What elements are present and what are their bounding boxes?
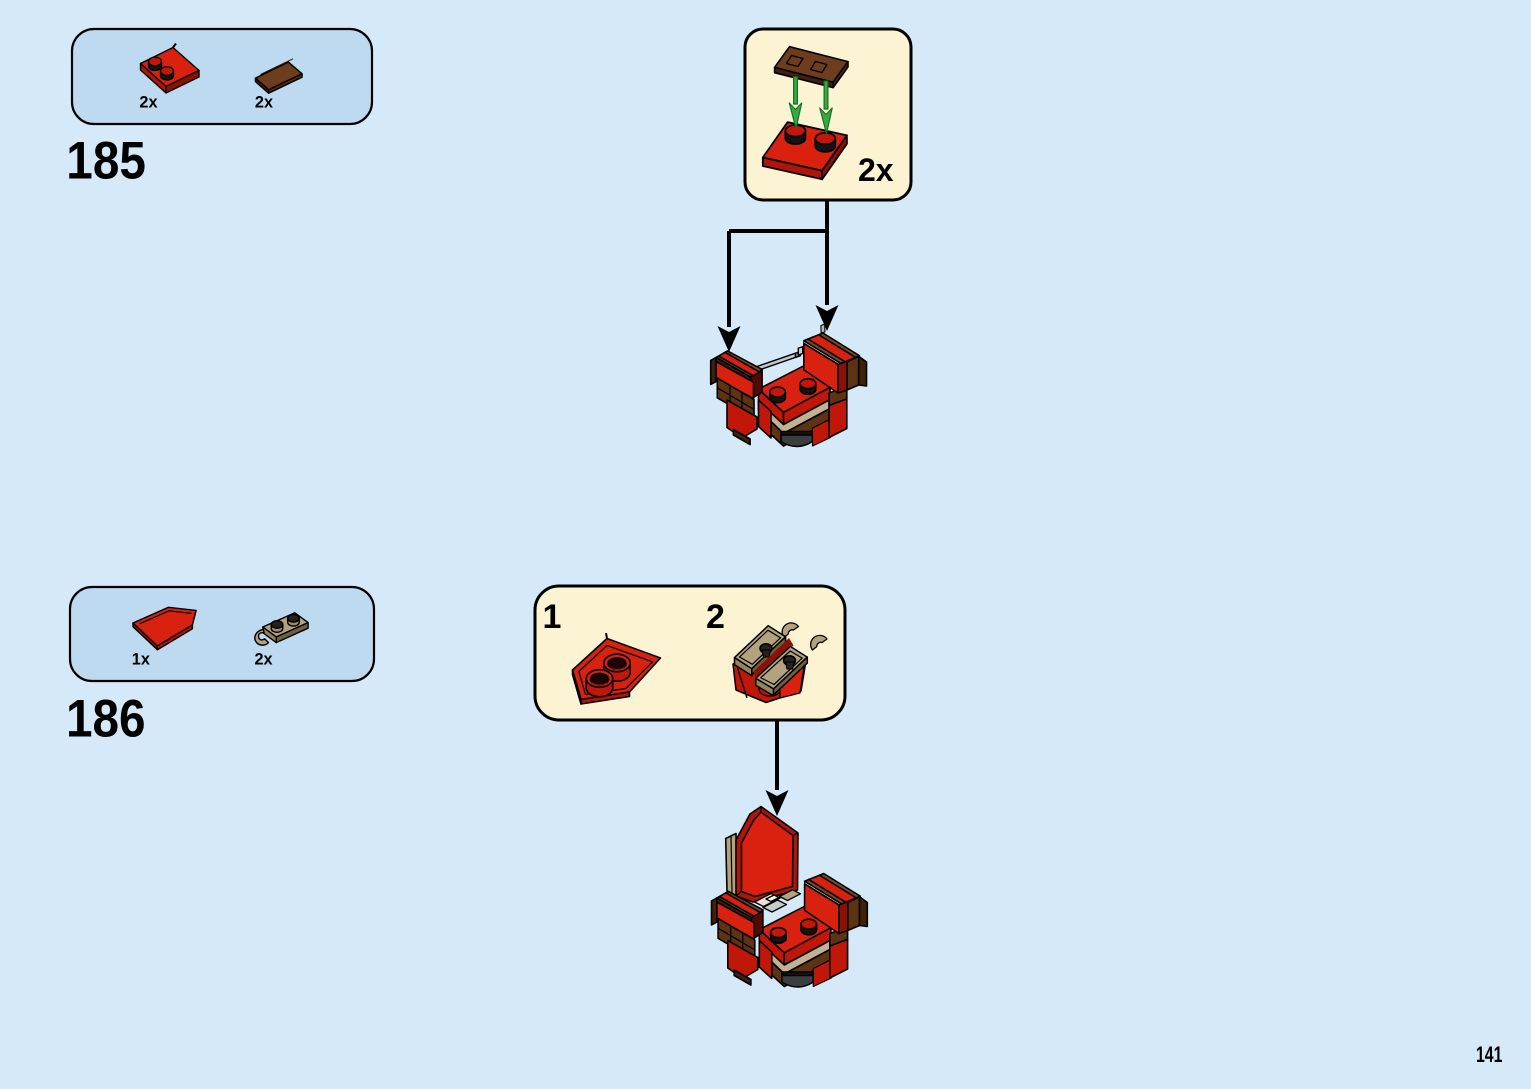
- svg-text:185: 185: [66, 130, 146, 190]
- svg-text:1x: 1x: [132, 651, 150, 669]
- svg-text:2x: 2x: [858, 152, 894, 188]
- svg-text:2x: 2x: [255, 94, 273, 112]
- svg-text:2: 2: [706, 598, 725, 636]
- svg-text:186: 186: [66, 688, 146, 748]
- svg-text:2x: 2x: [139, 94, 157, 112]
- svg-text:141: 141: [1476, 1044, 1503, 1068]
- svg-text:2x: 2x: [255, 651, 273, 669]
- svg-text:1: 1: [543, 598, 562, 636]
